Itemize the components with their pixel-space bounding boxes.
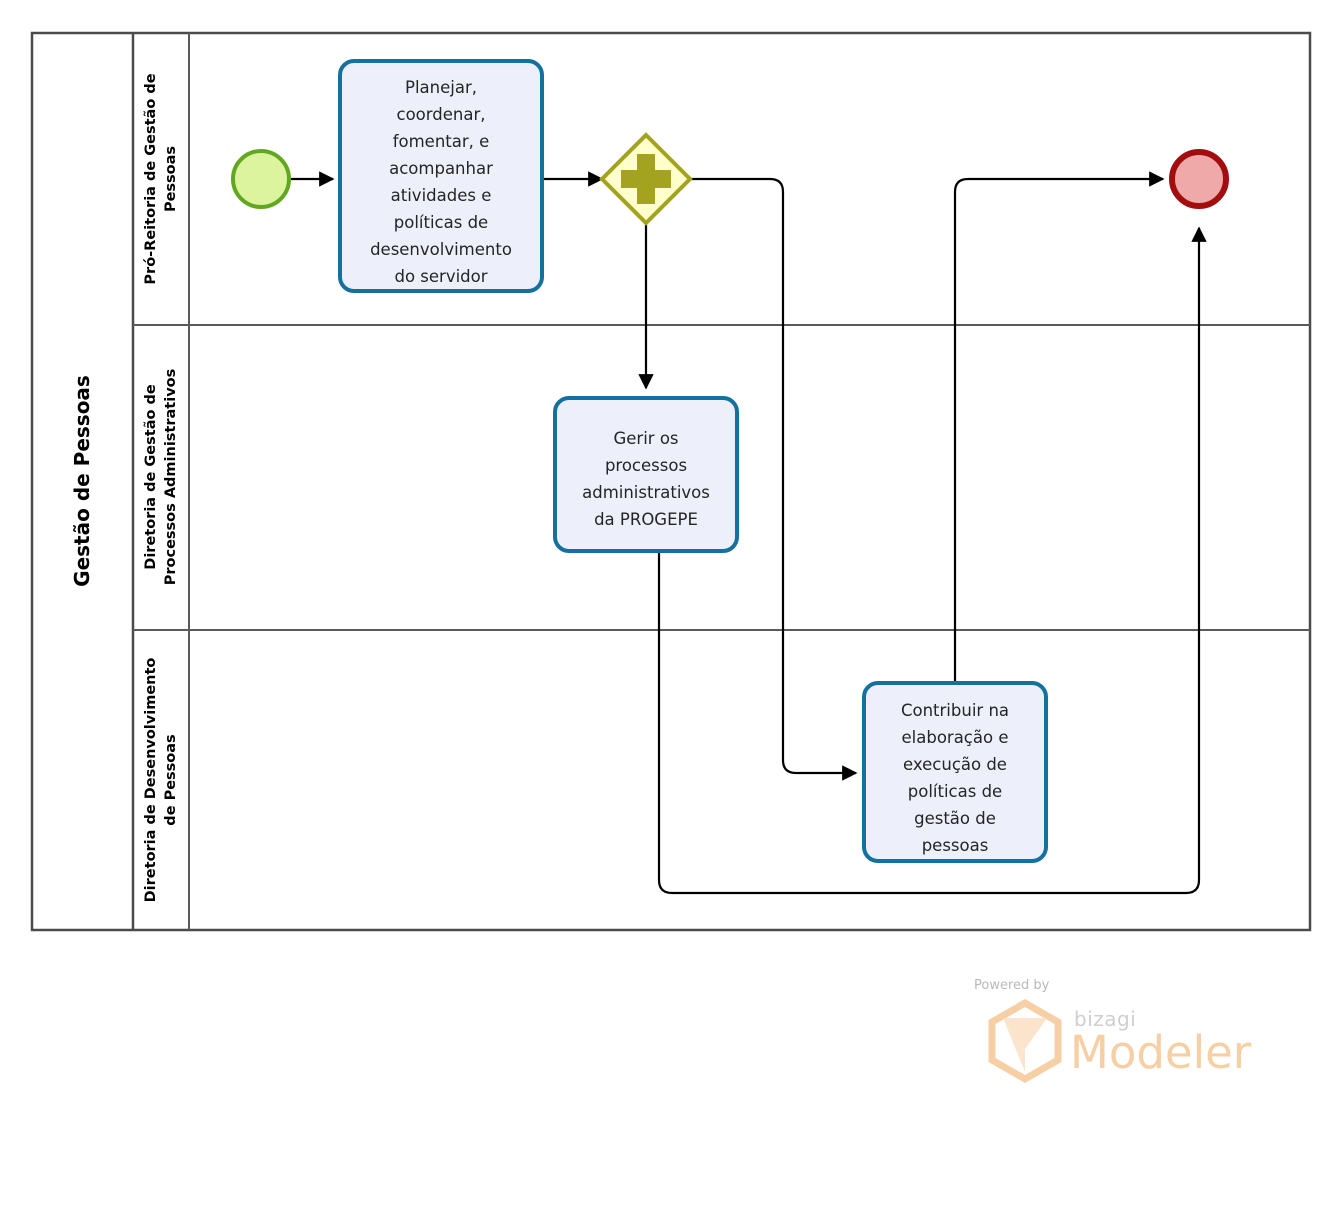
watermark-powered-by: Powered by <box>974 978 1050 993</box>
gateway-parallel[interactable] <box>599 132 693 226</box>
task-gerir-label-line-2: processos <box>605 456 687 475</box>
lane-pro-reitoria[interactable]: Pró-Reitoria de Gestão de Pessoas <box>133 33 1310 326</box>
lane-3-title-line-1: Diretoria de Desenvolvimento <box>143 658 159 903</box>
sequence-flows <box>290 171 1207 895</box>
task-gerir-label-line-1: Gerir os <box>613 429 678 448</box>
task-planejar-box <box>338 59 544 293</box>
lane-group: Pró-Reitoria de Gestão de Pessoas Direto… <box>133 33 1310 930</box>
task-gerir-label-line-4: da PROGEPE <box>594 510 698 529</box>
bizagi-hexagon-icon <box>988 998 1062 1084</box>
start-event-circle <box>231 149 291 209</box>
flow-gerir-to-end[interactable] <box>657 226 1207 895</box>
watermark-brand: bizagi <box>1074 1007 1136 1031</box>
lane-diretoria-desenvolvimento[interactable]: Diretoria de Desenvolvimento de Pessoas <box>143 630 190 930</box>
task-gerir[interactable]: Gerir os processos administrativos da PR… <box>553 396 739 553</box>
pool-title: Gestão de Pessoas <box>70 375 94 587</box>
lane-3-title-line-2: de Pessoas <box>163 734 179 825</box>
start-event[interactable] <box>231 149 291 209</box>
task-planejar[interactable]: Planejar, coordenar, fomentar, e acompan… <box>338 59 544 293</box>
lane-1-title-line-1: Pró-Reitoria de Gestão de <box>143 73 159 284</box>
task-planejar-label-line-6: políticas de <box>394 213 488 232</box>
task-contribuir-box <box>862 681 1048 863</box>
task-contribuir-label-line-2: elaboração e <box>902 728 1009 747</box>
end-event[interactable] <box>1169 149 1229 209</box>
plus-icon <box>621 154 671 204</box>
task-gerir-box <box>553 396 739 553</box>
task-planejar-label-line-5: atividades e <box>391 186 492 205</box>
task-contribuir-label-line-6: pessoas <box>922 836 989 855</box>
task-contribuir-label-line-1: Contribuir na <box>901 701 1009 720</box>
lane-2-title-line-2: Processos Administrativos <box>163 369 179 586</box>
lane-1-title-line-2: Pessoas <box>163 146 179 212</box>
task-planejar-label-line-3: fomentar, e <box>393 132 490 151</box>
task-planejar-label-line-7: desenvolvimento <box>370 240 512 259</box>
task-contribuir-label-line-3: execução de <box>903 755 1007 774</box>
bizagi-watermark: Powered by bizagi Modeler <box>974 978 1252 1084</box>
task-planejar-label-line-1: Planejar, <box>405 78 477 97</box>
task-planejar-label-line-2: coordenar, <box>397 105 486 124</box>
task-contribuir-label-line-5: gestão de <box>914 809 996 828</box>
task-contribuir[interactable]: Contribuir na elaboração e execução de p… <box>862 681 1048 863</box>
task-gerir-label-line-3: administrativos <box>582 483 710 502</box>
task-planejar-label-line-4: acompanhar <box>389 159 493 178</box>
flow-gateway-to-contribuir[interactable] <box>690 177 858 781</box>
lane-2-title-line-1: Diretoria de Gestão de <box>143 384 159 570</box>
task-contribuir-label-line-4: políticas de <box>908 782 1002 801</box>
lane-diretoria-processos[interactable]: Diretoria de Gestão de Processos Adminis… <box>133 325 1310 631</box>
task-planejar-label-line-8: do servidor <box>394 267 487 286</box>
flow-contribuir-to-end[interactable] <box>953 171 1165 683</box>
watermark-product: Modeler <box>1070 1026 1252 1079</box>
end-event-circle <box>1169 149 1229 209</box>
